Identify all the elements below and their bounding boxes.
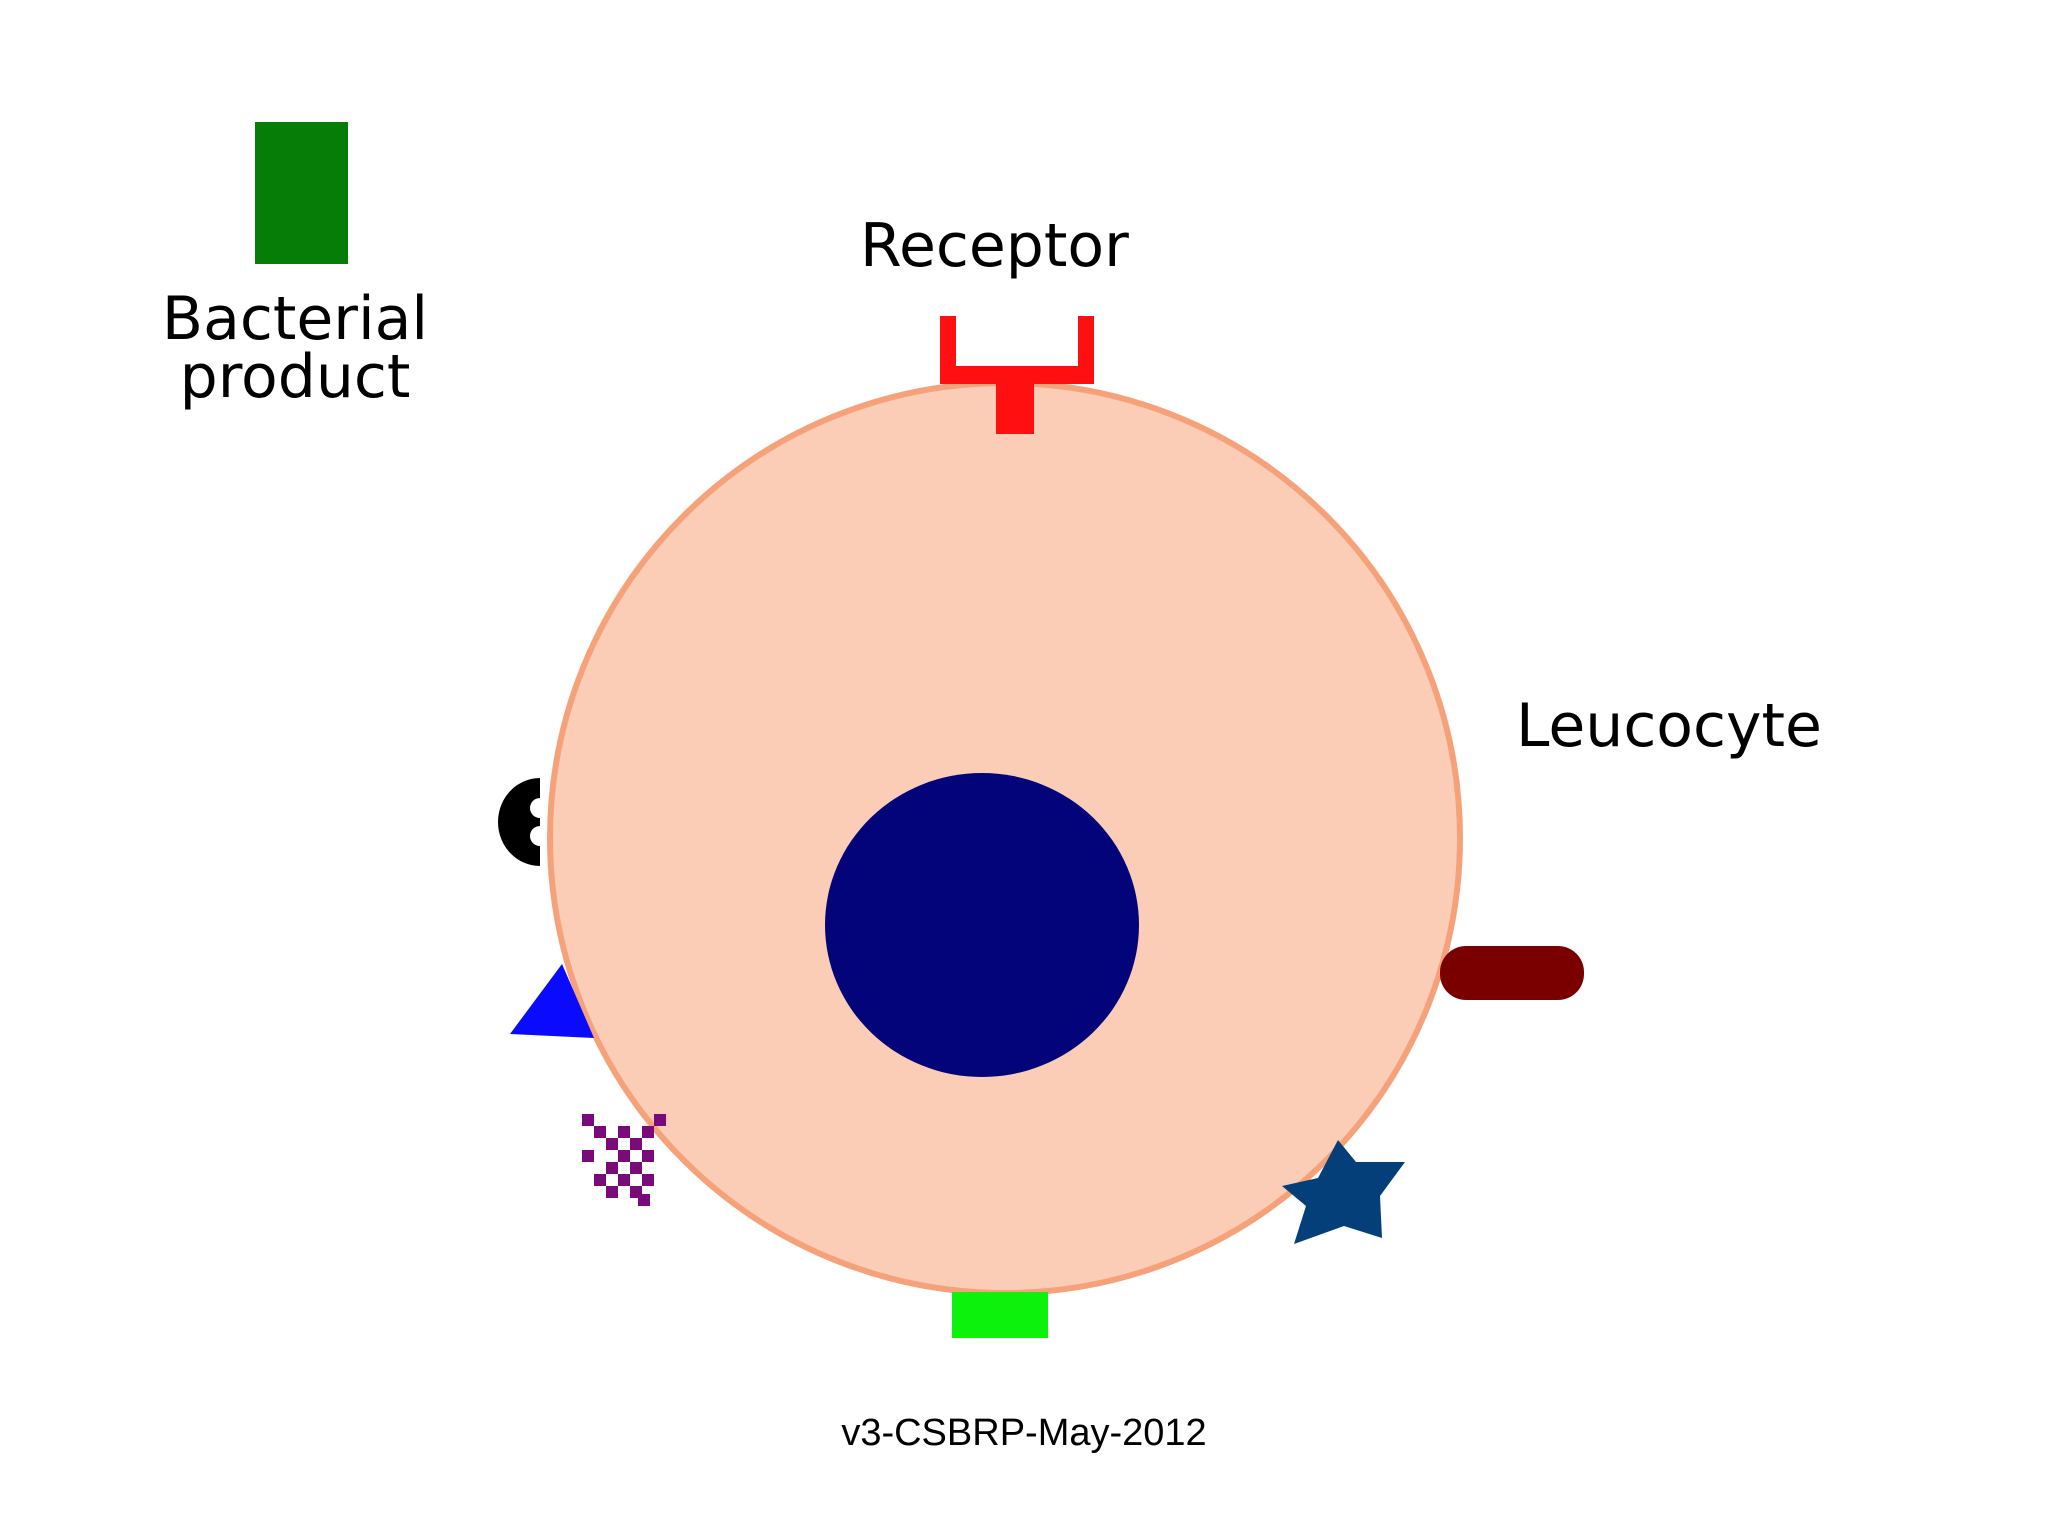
leucocyte-label: Leucocyte: [1516, 691, 1822, 761]
black-receptor-shape: [498, 778, 540, 866]
triangle-receptor-shape: [510, 964, 594, 1038]
bacterial-product-swatch: [255, 122, 348, 264]
footer-version-label: v3-CSBRP-May-2012: [841, 1412, 1207, 1454]
nucleus: [825, 773, 1139, 1077]
bacterial-product-label: Bacterial product: [161, 284, 429, 412]
star-receptor-shape: [1282, 1140, 1405, 1244]
cross-receptor-shape: [582, 1114, 666, 1206]
receptor-label: Receptor: [860, 211, 1129, 281]
green-receptor-shape: [952, 1292, 1048, 1338]
receptor-y-shape: [940, 316, 1094, 434]
rod-receptor-shape: [1440, 946, 1584, 1000]
